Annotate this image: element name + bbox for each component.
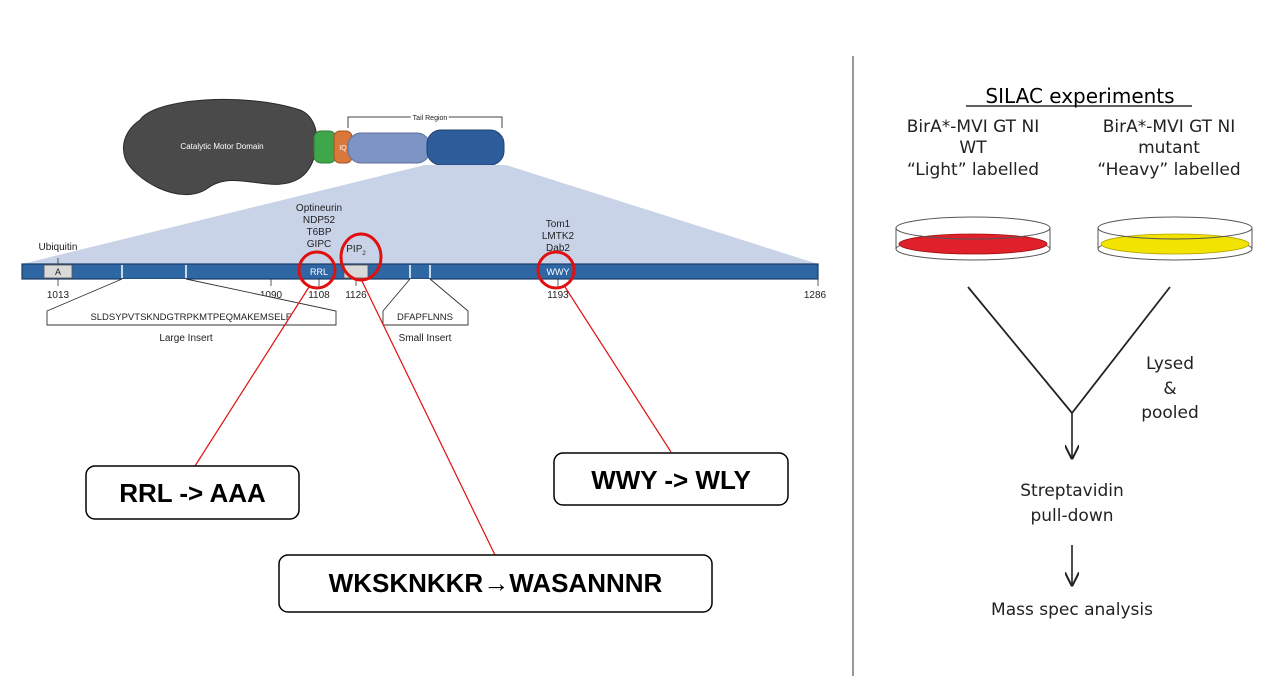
lysed-line-3: pooled bbox=[1141, 403, 1199, 424]
mutant-line-1: BirA*-MVI GT NI bbox=[1102, 117, 1236, 137]
expansion-fan bbox=[22, 165, 818, 264]
wwy-label: WWY bbox=[547, 267, 570, 277]
tail-region-label: Tail Region bbox=[413, 115, 448, 122]
rrl-connector bbox=[194, 286, 310, 467]
tick-1286: 1286 bbox=[804, 290, 827, 301]
tick-1193: 1193 bbox=[547, 290, 569, 301]
pip2-mutation-box bbox=[278, 554, 713, 613]
tick-1108: 1108 bbox=[308, 290, 330, 301]
lysed-pooled-label: Lysed & pooled bbox=[1120, 352, 1220, 426]
sequence-bar bbox=[21, 263, 819, 280]
wwy-connector bbox=[564, 286, 672, 453]
pip2-connector bbox=[360, 278, 496, 556]
tail-region-bracket bbox=[347, 116, 503, 128]
a-label: A bbox=[55, 267, 61, 277]
silac-title: SILAC experiments bbox=[985, 84, 1175, 108]
mutant-line-2: mutant bbox=[1138, 138, 1200, 159]
lmtk2-label: LMTK2 bbox=[542, 231, 575, 242]
small-insert-sequence: DFAPFLNNS bbox=[397, 312, 453, 323]
wt-line-2: WT bbox=[959, 138, 987, 159]
myosin-schematic: Catalytic Motor Domain IQ Tail Region bbox=[123, 98, 505, 195]
iq-label: IQ bbox=[339, 145, 347, 152]
tick-1090: 1090 bbox=[260, 290, 283, 301]
ubiquitin-label: Ubiquitin bbox=[39, 242, 78, 253]
wt-line-3: “Light” labelled bbox=[906, 159, 1039, 180]
strep-line-2: pull-down bbox=[1030, 505, 1114, 526]
small-insert-label: Small Insert bbox=[399, 333, 452, 344]
rrl-mutation-text: RRL -> AAA bbox=[119, 478, 266, 508]
rrl-mutation-box bbox=[85, 465, 300, 520]
wwy-mutation-box bbox=[553, 452, 789, 506]
wwy-mutation-text: WWY -> WLY bbox=[591, 465, 751, 495]
tail-light-segment bbox=[347, 132, 431, 164]
mutant-line-3: “Heavy” labelled bbox=[1097, 159, 1241, 180]
t6bp-label: T6BP bbox=[306, 227, 331, 238]
rrl-label: RRL bbox=[310, 267, 328, 277]
catalytic-motor-domain bbox=[123, 98, 318, 195]
ubiquitin-binding-a bbox=[43, 264, 73, 279]
tick-1013: 1013 bbox=[47, 290, 70, 301]
tail-dark-segment bbox=[426, 129, 505, 166]
optineurin-label: Optineurin bbox=[296, 203, 342, 214]
wwy-highlight-circle bbox=[536, 250, 576, 290]
mass-spec-label: Mass spec analysis bbox=[991, 600, 1153, 620]
green-domain bbox=[313, 130, 337, 164]
lysed-line-2: & bbox=[1163, 378, 1177, 399]
pip2-mutation-text: WKSKNKKR→WASANNNR bbox=[328, 568, 663, 598]
large-insert-bracket bbox=[46, 278, 337, 326]
dab2-label: Dab2 bbox=[546, 243, 570, 254]
tick-1126: 1126 bbox=[345, 290, 367, 301]
wt-line-1: BirA*-MVI GT NI bbox=[906, 117, 1040, 137]
pip2-label: PIP2 bbox=[346, 244, 366, 257]
gipc-label: GIPC bbox=[307, 239, 331, 250]
lysed-line-1: Lysed bbox=[1145, 354, 1195, 374]
light-culture-dish bbox=[895, 216, 1051, 261]
ndp52-label: NDP52 bbox=[303, 215, 336, 226]
sequence-bar-group: A Ubiquitin RRL WWY Optineurin NDP52 T6B… bbox=[21, 203, 827, 344]
pooling-flow bbox=[967, 286, 1171, 585]
streptavidin-label: Streptavidin pull-down bbox=[982, 479, 1162, 528]
mutation-highlights bbox=[194, 232, 672, 556]
small-insert-bracket bbox=[382, 278, 469, 326]
tom1-label: Tom1 bbox=[546, 219, 571, 230]
rrl-highlight-circle bbox=[297, 250, 337, 290]
heavy-culture-dish bbox=[1097, 216, 1253, 261]
wt-construct-label: BirA*-MVI GT NI WT “Light” labelled bbox=[863, 117, 1083, 181]
mutant-construct-label: BirA*-MVI GT NI mutant “Heavy” labelled bbox=[1066, 117, 1272, 181]
strep-line-1: Streptavidin bbox=[1020, 481, 1124, 501]
catalytic-motor-domain-label: Catalytic Motor Domain bbox=[180, 142, 263, 151]
large-insert-label: Large Insert bbox=[159, 333, 213, 344]
large-insert-sequence: SLDSYPVTSKNDGTRPKMTPEQMAKEMSELF bbox=[90, 312, 291, 323]
